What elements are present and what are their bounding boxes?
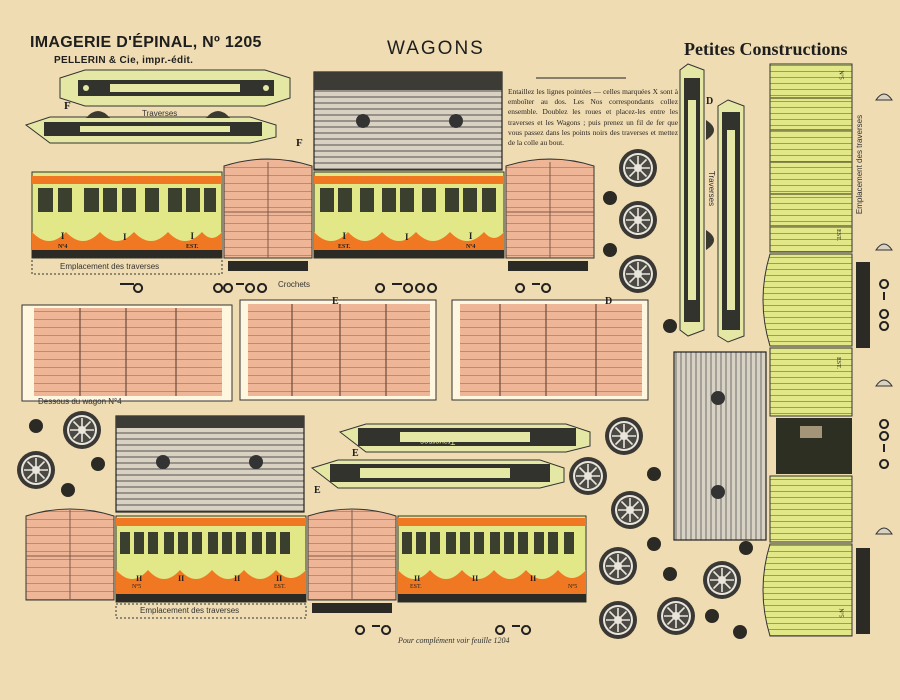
- car-lower2-mark-3: II: [472, 574, 479, 583]
- emplacement-bottom-label: Emplacement des traverses: [140, 606, 240, 615]
- right-car-bottom-mark: Nº5: [837, 608, 844, 618]
- roof-right: [673, 351, 767, 541]
- car-lower2-mark-2: EST.: [410, 584, 422, 590]
- dessous-label: Dessous du wagon N°4: [38, 397, 122, 406]
- publisher-title: IMAGERIE D'ÉPINAL, Nº 1205: [30, 34, 262, 51]
- instructions-text: Entaillez les lignes pointées — celles m…: [508, 87, 678, 148]
- car-lower-mark-2: II: [178, 574, 185, 583]
- traverses-e-label: Traverses: [420, 437, 456, 446]
- car-right: [762, 63, 893, 637]
- footer-note: Pour complément voir feuille 1204: [398, 636, 510, 645]
- letter-f1: F: [64, 100, 71, 112]
- right-car-est-2: EST.: [834, 357, 841, 369]
- car-lower: [25, 508, 587, 635]
- car-lower2-mark-5: Nº5: [568, 584, 578, 590]
- letter-f2: F: [296, 137, 303, 149]
- crochets-label: Crochets: [278, 280, 311, 289]
- letter-d1: D: [605, 296, 613, 307]
- car-lower2-mark-1: II: [414, 574, 421, 583]
- traverse-d: [679, 63, 745, 343]
- wheels: [16, 148, 753, 640]
- sheet-title: WAGONS: [387, 38, 485, 59]
- car-lower-mark-4: Nº5: [132, 584, 142, 590]
- right-car-top-mark: Nº5: [837, 70, 844, 80]
- series-title: Petites Constructions: [684, 39, 848, 59]
- roof-middle: [115, 415, 305, 513]
- letter-e2: E: [352, 448, 359, 459]
- underframe-panels: [21, 299, 649, 402]
- car-lower-mark-1: II: [136, 574, 143, 583]
- traverse-e: [310, 423, 591, 489]
- letter-e1: E: [332, 296, 339, 307]
- car-upper: [31, 158, 595, 293]
- emplacement-right-label: Emplacement des traverses: [855, 114, 865, 215]
- car-lower2-mark-4: II: [530, 574, 537, 583]
- roof-top: [313, 71, 503, 171]
- letter-e3: E: [314, 485, 321, 496]
- traverses-d-label: Traverses: [707, 170, 717, 207]
- traverse-f-bottom: [24, 111, 277, 144]
- car-upper2-mark-mid: I: [405, 232, 409, 242]
- car-upper-mark-mid: I: [123, 232, 127, 242]
- publisher-line: PELLERIN & Cie, impr.-édit.: [54, 55, 194, 66]
- car-lower-mark-6: EST.: [274, 584, 286, 590]
- right-car-est-1: EST.: [834, 229, 841, 241]
- traverse-f-top: [59, 69, 291, 107]
- car-lower-mark-3: II: [234, 574, 241, 583]
- letter-d2: D: [706, 96, 714, 107]
- car-lower-mark-5: II: [276, 574, 283, 583]
- traverses-f-label: Traverses: [142, 109, 178, 118]
- emplacement-top-label: Emplacement des traverses: [60, 262, 160, 271]
